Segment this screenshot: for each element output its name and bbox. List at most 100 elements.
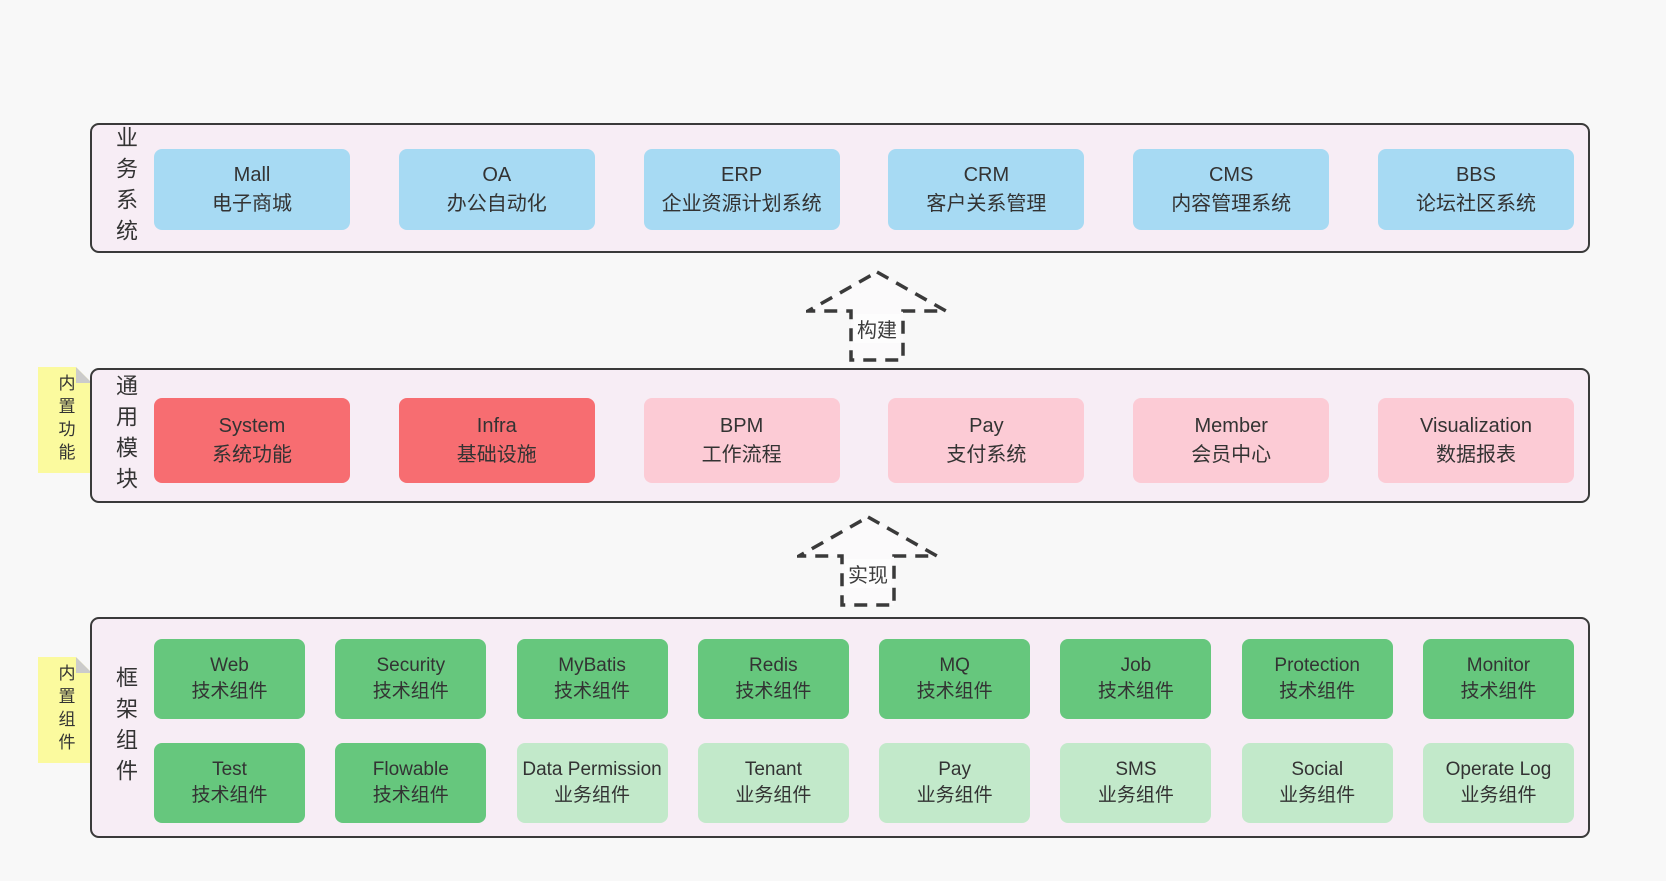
sticky-note-label: 内置组件 — [55, 664, 75, 756]
box-security: Security 技术组件 — [335, 639, 487, 719]
sticky-note-built-in-components: 内置组件 — [38, 657, 92, 763]
box-title: MQ — [939, 655, 970, 676]
box-subtitle: 技术组件 — [372, 785, 449, 806]
box-pay-component: Pay 业务组件 — [879, 743, 1031, 823]
box-title: Redis — [749, 655, 798, 676]
box-subtitle: 技术组件 — [916, 681, 993, 702]
implement-arrow: 实现 — [797, 515, 939, 607]
box-subtitle: 电子商城 — [212, 192, 292, 215]
box-subtitle: 会员中心 — [1191, 443, 1272, 466]
box-title: BBS — [1455, 163, 1496, 186]
sticky-note-label: 内置功能 — [55, 374, 75, 466]
box-oa: OA 办公自动化 — [398, 149, 595, 230]
box-subtitle: 业务组件 — [1097, 785, 1174, 806]
box-title: Monitor — [1466, 655, 1531, 676]
arrow-label: 构建 — [854, 314, 900, 343]
box-subtitle: 技术组件 — [372, 681, 449, 702]
box-subtitle: 企业资源计划系统 — [661, 192, 822, 215]
box-subtitle: 数据报表 — [1435, 443, 1516, 466]
box-subtitle: 业务组件 — [1279, 785, 1356, 806]
box-title: Tenant — [744, 759, 802, 780]
box-bbs: BBS 论坛社区系统 — [1377, 149, 1574, 230]
box-subtitle: 技术组件 — [1097, 681, 1174, 702]
box-title: Data Permission — [522, 759, 662, 780]
framework-components-row-2: Test 技术组件 Flowable 技术组件 Data Permission … — [154, 743, 1574, 823]
box-flowable: Flowable 技术组件 — [335, 743, 487, 823]
box-subtitle: 客户关系管理 — [926, 192, 1047, 215]
box-subtitle: 业务组件 — [1460, 785, 1537, 806]
box-subtitle: 技术组件 — [1279, 681, 1356, 702]
box-tenant: Tenant 业务组件 — [697, 743, 849, 823]
box-subtitle: 技术组件 — [191, 785, 268, 806]
box-title: OA — [482, 163, 512, 186]
box-title: Operate Log — [1445, 759, 1552, 780]
box-mall: Mall 电子商城 — [154, 149, 350, 230]
box-visualization: Visualization 数据报表 — [1377, 398, 1574, 483]
box-sms: SMS 业务组件 — [1060, 743, 1212, 823]
box-title: ERP — [721, 163, 763, 186]
box-title: Flowable — [372, 759, 449, 780]
box-subtitle: 业务组件 — [916, 785, 993, 806]
box-title: Test — [212, 759, 247, 780]
box-title: Mall — [233, 163, 271, 186]
framework-components-row-1: Web 技术组件 Security 技术组件 MyBatis 技术组件 Redi… — [154, 639, 1574, 719]
box-erp: ERP 企业资源计划系统 — [643, 149, 840, 230]
box-mybatis: MyBatis 技术组件 — [516, 639, 668, 719]
box-title: Member — [1194, 414, 1268, 437]
sticky-note-built-in-features: 内置功能 — [38, 367, 92, 473]
box-subtitle: 工作流程 — [701, 443, 782, 466]
box-system: System 系统功能 — [154, 398, 350, 483]
layer-common-modules: 通用模块 System 系统功能 Infra 基础设施 BPM 工作流程 Pay… — [90, 368, 1590, 503]
box-title: Infra — [476, 414, 517, 437]
layer-label-business-systems: 业务系统 — [113, 126, 138, 250]
box-bpm: BPM 工作流程 — [643, 398, 840, 483]
box-infra: Infra 基础设施 — [398, 398, 595, 483]
box-subtitle: 系统功能 — [212, 443, 292, 466]
box-title: Visualization — [1420, 414, 1532, 437]
box-operate-log: Operate Log 业务组件 — [1422, 743, 1574, 823]
box-crm: CRM 客户关系管理 — [888, 149, 1085, 230]
box-title: MyBatis — [558, 655, 626, 676]
box-title: CRM — [963, 163, 1010, 186]
business-systems-row: Mall 电子商城 OA 办公自动化 ERP 企业资源计划系统 CRM 客户关系… — [154, 149, 1574, 230]
box-social: Social 业务组件 — [1241, 743, 1393, 823]
common-modules-row: System 系统功能 Infra 基础设施 BPM 工作流程 Pay 支付系统… — [154, 398, 1574, 483]
box-title: Job — [1120, 655, 1152, 676]
box-title: Protection — [1274, 655, 1360, 676]
box-monitor: Monitor 技术组件 — [1422, 639, 1574, 719]
box-title: Pay — [969, 414, 1004, 437]
box-title: Security — [376, 655, 446, 676]
box-test: Test 技术组件 — [154, 743, 305, 823]
box-subtitle: 技术组件 — [1460, 681, 1537, 702]
box-subtitle: 办公自动化 — [446, 192, 547, 215]
box-title: Social — [1291, 759, 1344, 780]
box-member: Member 会员中心 — [1133, 398, 1330, 483]
box-title: System — [218, 414, 286, 437]
box-subtitle: 基础设施 — [456, 443, 537, 466]
box-subtitle: 论坛社区系统 — [1415, 192, 1536, 215]
box-mq: MQ 技术组件 — [879, 639, 1031, 719]
layer-business-systems: 业务系统 Mall 电子商城 OA 办公自动化 ERP 企业资源计划系统 CRM… — [90, 123, 1590, 253]
box-web: Web 技术组件 — [154, 639, 305, 719]
box-data-permission: Data Permission 业务组件 — [516, 743, 668, 823]
box-title: CMS — [1208, 163, 1254, 186]
box-subtitle: 业务组件 — [735, 785, 812, 806]
box-title: SMS — [1115, 759, 1157, 780]
layer-label-common-modules: 通用模块 — [113, 373, 138, 498]
layer-label-framework-components: 框架组件 — [113, 665, 138, 790]
box-subtitle: 技术组件 — [554, 681, 631, 702]
build-arrow: 构建 — [806, 270, 948, 362]
box-cms: CMS 内容管理系统 — [1133, 149, 1330, 230]
layer-framework-components: 框架组件 Web 技术组件 Security 技术组件 MyBatis 技术组件… — [90, 617, 1590, 838]
box-title: BPM — [719, 414, 764, 437]
box-pay: Pay 支付系统 — [888, 398, 1085, 483]
box-subtitle: 支付系统 — [946, 443, 1027, 466]
box-subtitle: 技术组件 — [191, 681, 268, 702]
box-subtitle: 技术组件 — [735, 681, 812, 702]
box-job: Job 技术组件 — [1060, 639, 1212, 719]
box-title: Pay — [938, 759, 971, 780]
box-protection: Protection 技术组件 — [1241, 639, 1393, 719]
box-redis: Redis 技术组件 — [697, 639, 849, 719]
box-subtitle: 业务组件 — [554, 785, 631, 806]
